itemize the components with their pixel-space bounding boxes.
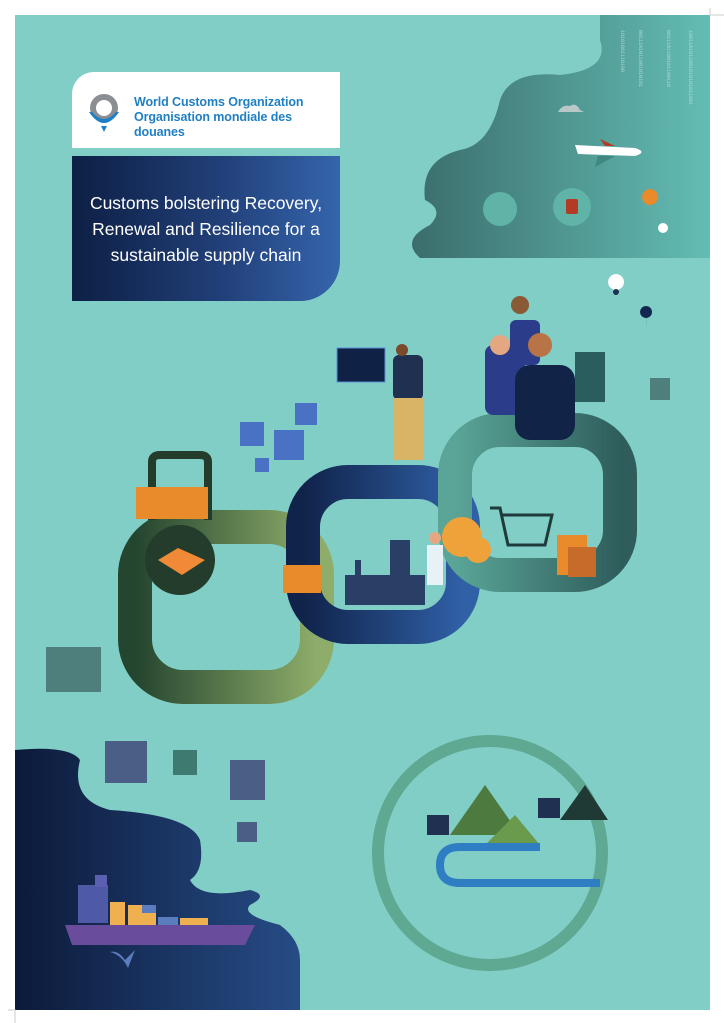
customs-officers-group [485, 296, 605, 440]
puzzle-pieces [46, 647, 265, 842]
doctor-figure [427, 532, 443, 585]
puzzle-piece [650, 378, 670, 400]
sustainability-circle [372, 735, 608, 971]
wco-emblem-icon [89, 94, 119, 132]
svg-text:0011101100101100110: 0011101100101100110 [665, 30, 671, 87]
wco-logo-banner: World Customs Organization Organisation … [72, 72, 340, 148]
road-pipeline [435, 843, 600, 887]
sky-blob [412, 15, 710, 258]
shopping-cart-icon [490, 506, 554, 547]
puzzle-piece [173, 750, 197, 775]
organization-name-en: World Customs Organization [134, 95, 304, 109]
svg-text:0011101011001010101: 0011101011001010101 [637, 30, 643, 87]
mountains [450, 785, 608, 845]
title-panel: Customs bolstering Recovery, Renewal and… [72, 156, 340, 301]
factory-icon [345, 540, 425, 605]
customs-officer-desk-icon [427, 815, 449, 835]
cover-title: Customs bolstering Recovery, Renewal and… [89, 192, 323, 265]
puzzle-piece [237, 822, 257, 842]
cargo-ship-icon [65, 875, 255, 945]
recycle-icon [483, 192, 517, 226]
customs-officer-figure [336, 344, 423, 460]
airplane-icon [575, 139, 642, 167]
shipping-container [136, 487, 208, 519]
whale-tail-icon [110, 950, 135, 968]
shipping-container [283, 565, 321, 593]
blockchain-cubes [240, 403, 317, 472]
puzzle-piece [46, 647, 101, 692]
yen-coin-icon [465, 537, 491, 563]
svg-text:1001101011001010101011001: 1001101011001010101011001 [687, 30, 693, 105]
crop-mark [8, 1009, 16, 1023]
puzzle-piece [230, 760, 265, 800]
crop-mark [709, 8, 724, 16]
map-pin-icon [640, 306, 653, 330]
binary-code: 10101001110100 0011101011001010101 00111… [619, 30, 693, 105]
svg-text:10101001110100: 10101001110100 [619, 30, 625, 72]
organization-name-fr: Organisation mondiale des douanes [134, 110, 292, 139]
cloud-icon [558, 104, 584, 112]
location-pin-icon [642, 189, 659, 222]
customs-officer-desk-icon [538, 798, 560, 818]
puzzle-piece [105, 741, 147, 783]
scanner-arch [148, 451, 212, 520]
shopping-bag-icon [568, 547, 596, 577]
organization-name: World Customs Organization Organisation … [134, 95, 340, 140]
